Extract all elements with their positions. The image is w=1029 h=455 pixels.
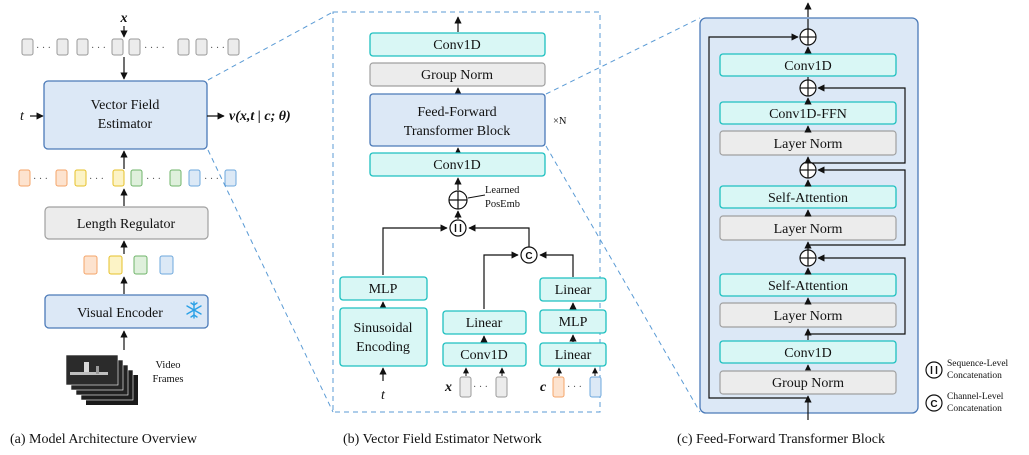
b-c-symbol: c (540, 380, 547, 395)
b-t-symbol: t (381, 388, 386, 403)
b-sinusoidal-label-2: Encoding (356, 340, 410, 355)
vector-field-estimator-label-1: Vector Field (91, 98, 160, 113)
b-mlp-c-label: MLP (559, 315, 588, 330)
b-conv1d-mid-label: Conv1D (433, 158, 480, 173)
svg-text:· · ·: · · · (33, 174, 48, 185)
snowflake-icon (186, 301, 202, 319)
b-fft-block (369, 93, 546, 147)
b-repeat-label: ×N (553, 116, 567, 127)
svg-text:C: C (930, 399, 937, 410)
legend-seq-symbol (925, 361, 943, 379)
b-conv1d-mid (369, 152, 546, 177)
b-posemb-label-1: Learned (485, 185, 520, 196)
length-regulator-label: Length Regulator (77, 217, 176, 232)
b-linear-c-bottom-label: Linear (555, 348, 592, 363)
regulated-ellipses: · · · · · · · · · · · · (33, 174, 219, 185)
visual-encoder-box (44, 294, 209, 329)
c-layer-norm-2-label: Layer Norm (774, 222, 843, 237)
legend: Sequence-Level Concatenation C Channel-L… (925, 359, 1009, 414)
c-conv1d-ffn-label: Conv1D-FFN (769, 107, 847, 122)
legend-chan-label-2: Concatenation (947, 404, 1002, 414)
video-frames-label-1: Video (155, 360, 180, 371)
caption-b: (b) Vector Field Estimator Network (343, 432, 542, 447)
b-channel-concat: C (520, 246, 538, 264)
b-conv1d-top-label: Conv1D (433, 38, 480, 53)
b-conv1d-top (369, 32, 546, 57)
b-x-symbol: x (444, 380, 452, 395)
b-mlp-c (539, 309, 607, 334)
vector-field-estimator-box (43, 80, 208, 150)
visual-feature-row (83, 255, 174, 275)
b-linear-c-top-label: Linear (555, 283, 592, 298)
b-mlp-t (339, 276, 428, 301)
length-regulator-box (44, 206, 209, 240)
b-posemb-label-2: PosEmb (485, 199, 520, 210)
b-linear-x (442, 310, 527, 335)
legend-chan-symbol: C (925, 394, 943, 412)
regulated-token-row (18, 169, 237, 187)
b-linear-x-label: Linear (466, 316, 503, 331)
b-group-norm-label: Group Norm (421, 68, 493, 83)
video-frames-stack (65, 354, 138, 405)
legend-seq-label-1: Sequence-Level (947, 359, 1009, 369)
svg-text:· · ·: · · · (89, 174, 104, 185)
svg-text:· · · ·: · · · · (144, 43, 165, 54)
b-linear-c-bottom (539, 342, 607, 367)
b-seq-concat (449, 219, 467, 237)
c-group-norm (719, 370, 897, 395)
token-ellipses: · · · · · · · · · · · · · (36, 43, 225, 54)
c-layer-norm-3-label: Layer Norm (774, 309, 843, 324)
caption-c: (c) Feed-Forward Transformer Block (677, 432, 885, 447)
panel-a: x · · · · · · · · · · · · · Vector Field Es… (10, 11, 291, 447)
b-group-norm (369, 62, 546, 87)
b-mlp-t-label: MLP (369, 282, 398, 297)
vector-field-estimator-label-2: Estimator (98, 117, 153, 132)
svg-text:· · ·: · · · (146, 174, 161, 185)
b-fft-label-1: Feed-Forward (417, 105, 496, 120)
b-conv1d-x (442, 342, 527, 367)
x-input-label: x (120, 11, 128, 26)
svg-text:· · ·: · · · (210, 43, 225, 54)
b-conv1d-x-label: Conv1D (460, 348, 507, 363)
c-conv1d-top-label: Conv1D (784, 59, 831, 74)
b-add-posemb (448, 190, 468, 210)
c-conv1d-bottom (719, 340, 897, 364)
b-sinusoidal-label-1: Sinusoidal (353, 321, 412, 336)
legend-seq-label-2: Concatenation (947, 371, 1002, 381)
panel-c: Conv1D Conv1D-FFN Layer Norm Self-Attent… (677, 2, 919, 447)
c-layer-norm-1-label: Layer Norm (774, 137, 843, 152)
svg-text:· · ·: · · · (473, 382, 488, 393)
panel-b-frame (332, 11, 601, 413)
svg-text:· · ·: · · · (204, 174, 219, 185)
svg-text:· · ·: · · · (91, 43, 106, 54)
noisy-token-row (21, 38, 240, 56)
svg-text:C: C (525, 251, 532, 262)
b-linear-c-top (539, 277, 607, 302)
c-add-ffn (799, 79, 817, 97)
c-group-norm-label: Group Norm (772, 376, 844, 391)
caption-a: (a) Model Architecture Overview (10, 432, 198, 447)
b-sinusoidal-encoding (339, 307, 428, 367)
c-add-top (799, 28, 817, 46)
panel-b: Conv1D Group Norm Feed-Forward Transform… (332, 11, 607, 447)
c-conv1d-top (719, 53, 897, 77)
c-self-attention-2-label: Self-Attention (768, 279, 848, 294)
svg-text:· · ·: · · · (36, 43, 51, 54)
visual-encoder-label: Visual Encoder (77, 306, 163, 321)
c-self-attention-1-label: Self-Attention (768, 191, 848, 206)
legend-chan-label-1: Channel-Level (947, 392, 1004, 402)
t-input-label: t (20, 109, 25, 124)
c-add-attn-2 (799, 249, 817, 267)
video-frames-label-2: Frames (153, 374, 184, 385)
c-conv1d-bottom-label: Conv1D (784, 346, 831, 361)
svg-text:· · ·: · · · (567, 382, 582, 393)
c-add-attn-1 (799, 161, 817, 179)
output-vector-field: v(x,t | c; θ) (229, 109, 291, 124)
b-fft-label-2: Transformer Block (404, 124, 510, 139)
